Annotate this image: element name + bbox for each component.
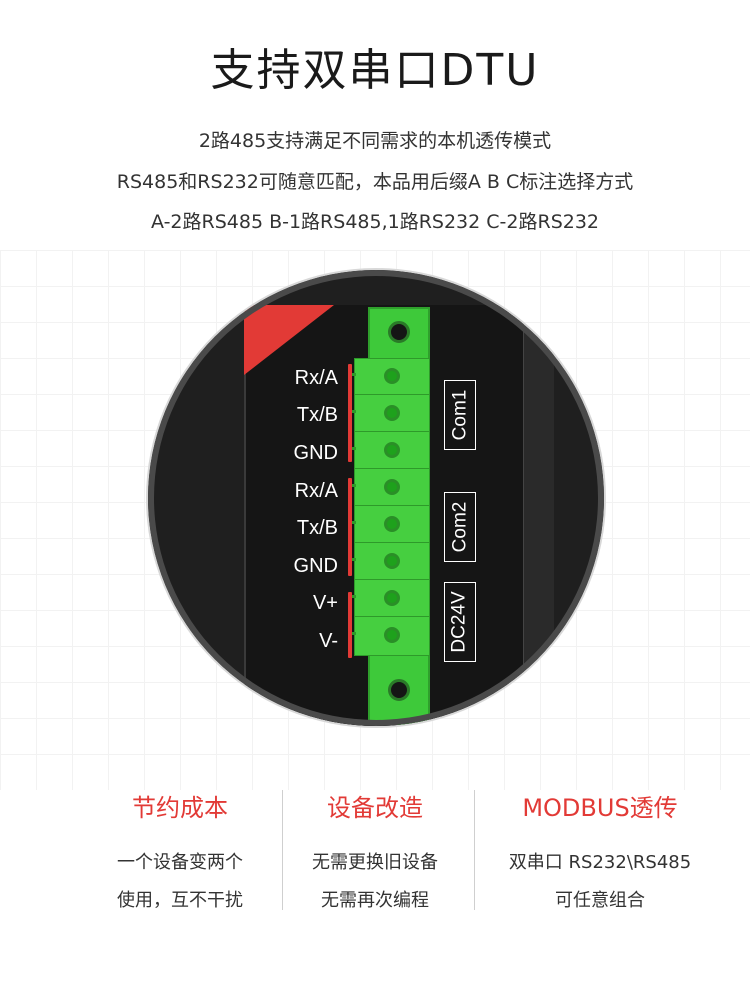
screw-icon (384, 553, 400, 569)
pin-label-tx1: Tx/B (296, 404, 338, 426)
screw-icon (384, 405, 400, 421)
port-com1: Com1 (444, 380, 476, 450)
pin-cell (348, 617, 430, 654)
pin-label-gnd1: GND (293, 442, 338, 464)
screw-icon (384, 516, 400, 532)
feature-modbus-line-2: 可任意组合 (555, 890, 645, 911)
pin-label-vminus: V- (319, 630, 338, 652)
description-line-3: A-2路RS485 B-1路RS485,1路RS232 C-2路RS232 (150, 211, 600, 233)
feature-title-cost: 节约成本 (132, 794, 228, 822)
screw-icon (384, 368, 400, 384)
pin-label-rx1: Rx/A (294, 367, 338, 389)
feature-modbus-line-1: 双串口 RS232\RS485 (508, 852, 692, 873)
divider (282, 790, 283, 910)
com2-bracket (348, 478, 352, 576)
pin-cell (348, 506, 430, 543)
port-com2: Com2 (444, 492, 476, 562)
screw-icon (384, 590, 400, 606)
pin-label-gnd2: GND (293, 555, 338, 577)
pin-label-rx2: Rx/A (294, 480, 338, 502)
feature-title-modbus: MODBUS透传 (522, 794, 678, 822)
feature-retrofit-line-1: 无需更换旧设备 (312, 852, 438, 873)
divider (474, 790, 475, 910)
page-title: 支持双串口DTU (210, 45, 540, 96)
power-bracket (348, 592, 352, 658)
feature-cost-line-1: 一个设备变两个 (117, 852, 243, 873)
screw-icon (384, 627, 400, 643)
pin-cell (348, 580, 430, 617)
device-closeup: Rx/A Tx/B GND Rx/A Tx/B GND V+ V- Com1 C… (148, 270, 604, 726)
pin-cell (348, 543, 430, 580)
pin-label-vplus: V+ (312, 592, 338, 614)
description-line-1: 2路485支持满足不同需求的本机透传模式 (198, 130, 552, 152)
pin-label-tx2: Tx/B (296, 517, 338, 539)
screw-icon (384, 479, 400, 495)
port-dc24v: DC24V (444, 582, 476, 662)
pin-cell (348, 358, 430, 395)
feature-retrofit-line-2: 无需再次编程 (321, 890, 429, 911)
pin-cell (348, 469, 430, 506)
mount-hole-bottom (388, 679, 410, 701)
screw-icon (384, 442, 400, 458)
pin-cell (348, 395, 430, 432)
com1-bracket (348, 364, 352, 462)
description-line-2: RS485和RS232可随意匹配，本品用后缀A B C标注选择方式 (116, 171, 634, 193)
feature-cost-line-2: 使用，互不干扰 (117, 890, 243, 911)
mount-hole-top (388, 321, 410, 343)
pin-cell (348, 432, 430, 469)
device-rail (523, 330, 554, 680)
red-accent (244, 305, 334, 375)
feature-title-retrofit: 设备改造 (327, 794, 423, 822)
